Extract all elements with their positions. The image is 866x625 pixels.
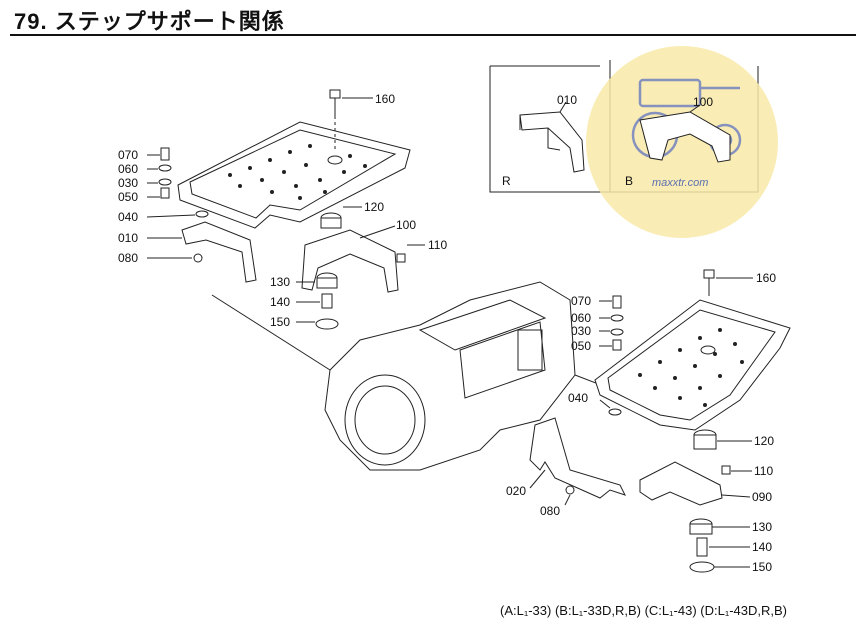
callout-080-left: 080 (118, 251, 138, 265)
callout-160-left: 160 (375, 92, 395, 106)
bolt-160-left: 160 (329, 89, 395, 150)
callout-020-right: 020 (506, 484, 526, 498)
callout-040-right: 040 (568, 391, 588, 405)
callout-150-left: 150 (270, 315, 290, 329)
callout-110-left: 110 (428, 238, 447, 252)
callout-040-left: 040 (118, 210, 138, 224)
callout-060-left: 060 (118, 162, 138, 176)
callout-140-right: 140 (752, 540, 772, 554)
callout-080-right: 080 (540, 504, 560, 518)
variant-inset: maxxtr.com 010 R 100 B (489, 46, 778, 238)
inset-label-b: B (625, 174, 633, 188)
callout-050-right: 050 (571, 339, 591, 353)
callout-150-right: 150 (752, 560, 772, 574)
left-bracket-010: 040 010 080 (118, 210, 257, 283)
bolt-160-right: 160 (703, 269, 776, 296)
inset-part-010: 010 (557, 93, 577, 107)
left-step-plate (177, 121, 411, 229)
callout-070-right: 070 (571, 294, 591, 308)
callout-060-right: 060 (571, 311, 591, 325)
callout-010-left: 010 (118, 231, 138, 245)
callout-120-left: 120 (364, 200, 384, 214)
callout-140-left: 140 (270, 295, 290, 309)
callout-160-right: 160 (756, 271, 776, 285)
title-rule (10, 34, 856, 36)
inset-part-100: 100 (693, 95, 713, 109)
callout-130-right: 130 (752, 520, 772, 534)
callout-050-left: 050 (118, 190, 138, 204)
watermark-logo (586, 46, 778, 238)
callout-070-left: 070 (118, 148, 138, 162)
right-step-plate (594, 299, 791, 431)
left-hardware-stack: 070 060 030 050 (118, 147, 172, 204)
callout-090-right: 090 (752, 490, 772, 504)
right-mount-assembly: 120 110 020 090 080 130 140 150 (506, 417, 774, 574)
right-hardware-stack: 070 060 030 050 040 (568, 294, 624, 416)
left-mount-assembly: 120 100 110 130 140 150 (270, 200, 447, 330)
callout-030-right: 030 (571, 324, 591, 338)
inset-label-r: R (502, 174, 511, 188)
model-applicability-note: (A:L₁-33) (B:L₁-33D,R,B) (C:L₁-43) (D:L₁… (500, 603, 787, 618)
watermark-text: maxxtr.com (652, 177, 708, 189)
callout-120-right: 120 (754, 434, 774, 448)
transmission-case (211, 281, 641, 471)
page-title: 79. ステップサポート関係 (14, 9, 285, 34)
callout-030-left: 030 (118, 176, 138, 190)
callout-100-left: 100 (396, 218, 416, 232)
callout-110-right: 110 (754, 464, 773, 478)
callout-130-left: 130 (270, 275, 290, 289)
